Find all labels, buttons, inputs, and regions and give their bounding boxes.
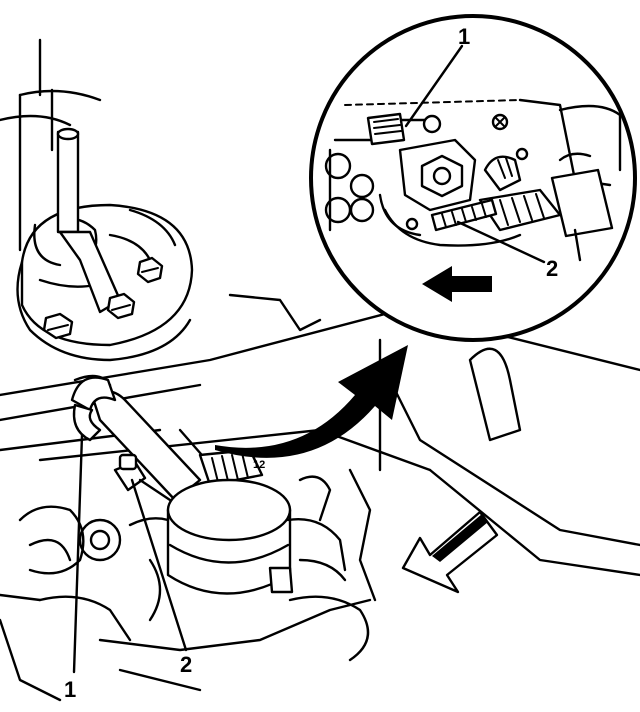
inset-leader-line-2 <box>456 220 546 264</box>
hex-bolt <box>136 256 164 284</box>
sensor-bolt <box>113 453 172 502</box>
curved-arrow-icon <box>215 345 408 458</box>
hex-bolt <box>42 312 74 340</box>
main-callout-2: 2 <box>180 652 192 677</box>
engine-detail-lower <box>18 475 370 662</box>
engine-bay-illustration: 12 <box>0 38 640 702</box>
hex-nut <box>420 154 464 198</box>
detail-contents <box>324 98 622 262</box>
vacuum-hose <box>70 374 237 502</box>
strut-tower-mount <box>16 127 194 362</box>
leader-line-2 <box>130 478 188 652</box>
leader-line-1 <box>72 433 84 674</box>
reservoir-cylinder <box>128 478 347 595</box>
down-left-arrow-icon <box>401 510 499 594</box>
cross-screw-icon <box>491 113 509 131</box>
inset-leader-line-1 <box>404 44 464 128</box>
inset-callout-1: 1 <box>458 24 470 49</box>
left-arrow-icon <box>422 266 492 302</box>
svg-text:12: 12 <box>253 459 265 471</box>
inset-callout-2: 2 <box>546 256 558 281</box>
detail-magnifier <box>309 14 637 342</box>
main-callout-1: 1 <box>64 677 76 702</box>
hex-bolt <box>106 292 136 320</box>
threaded-fitting: 12 <box>198 448 265 487</box>
